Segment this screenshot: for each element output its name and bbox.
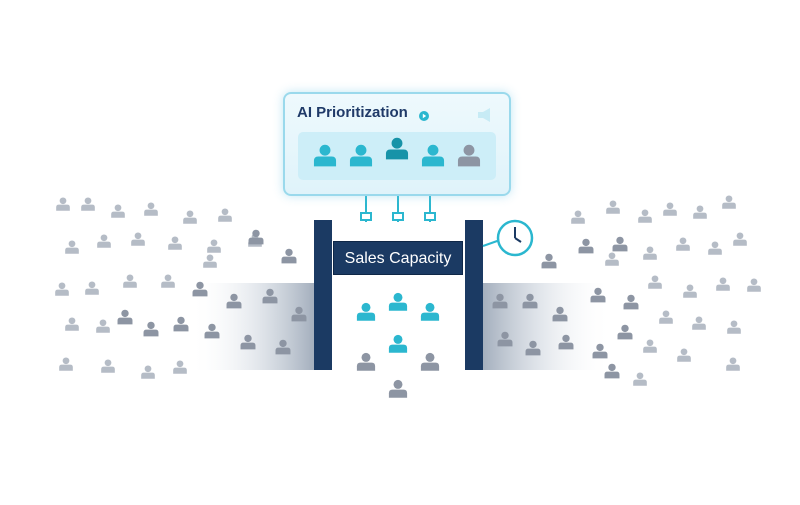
- person-queue-icon: [492, 293, 508, 309]
- person-prioritized-icon: [420, 302, 440, 321]
- person-waiting-icon: [605, 252, 619, 266]
- person-waiting-icon: [65, 240, 79, 254]
- person-queue-icon: [117, 309, 133, 325]
- person-queue-icon: [275, 339, 291, 355]
- person-queue-icon: [592, 343, 608, 359]
- person-waiting-icon: [101, 359, 115, 373]
- person-waiting-icon: [676, 237, 690, 251]
- person-waiting-icon: [692, 316, 706, 330]
- person-queue-icon: [291, 306, 307, 322]
- person-queue-icon: [617, 324, 633, 340]
- person-prioritized-icon: [388, 379, 408, 398]
- person-waiting-icon: [708, 241, 722, 255]
- person-waiting-icon: [648, 275, 662, 289]
- person-prioritized-icon: [420, 352, 440, 371]
- person-queue-icon: [281, 248, 297, 264]
- person-waiting-icon: [733, 232, 747, 246]
- volume-icon: [478, 108, 490, 122]
- ai-prioritization-panel: AI Prioritization: [283, 92, 511, 196]
- person-queue-icon: [590, 287, 606, 303]
- person-waiting-icon: [643, 246, 657, 260]
- person-waiting-icon: [203, 254, 217, 268]
- person-waiting-icon: [683, 284, 697, 298]
- person-waiting-icon: [131, 232, 145, 246]
- person-waiting-icon: [716, 277, 730, 291]
- panel-connectors: [360, 196, 436, 222]
- person-waiting-icon: [677, 348, 691, 362]
- sales-capacity-label: Sales Capacity: [333, 241, 463, 275]
- person-queue-icon: [612, 236, 628, 252]
- person-prioritized-icon: [356, 352, 376, 371]
- person-waiting-icon: [571, 210, 585, 224]
- person-queue-icon: [240, 334, 256, 350]
- person-queue-icon: [262, 288, 278, 304]
- person-waiting-icon: [123, 274, 137, 288]
- person-queue-icon: [522, 293, 538, 309]
- person-prioritized-icon: [388, 292, 408, 311]
- person-waiting-icon: [747, 278, 761, 292]
- person-waiting-icon: [161, 274, 175, 288]
- person-waiting-icon: [96, 319, 110, 333]
- panel-title: AI Prioritization: [297, 104, 408, 121]
- person-waiting-icon: [727, 320, 741, 334]
- person-queue-icon: [558, 334, 574, 350]
- person-waiting-icon: [726, 357, 740, 371]
- person-waiting-icon: [183, 210, 197, 224]
- gate-right-pillar: [465, 220, 483, 370]
- person-waiting-icon: [207, 239, 221, 253]
- person-waiting-icon: [81, 197, 95, 211]
- person-waiting-icon: [693, 205, 707, 219]
- person-queue-icon: [248, 229, 264, 245]
- person-waiting-icon: [97, 234, 111, 248]
- clock-icon: [482, 219, 534, 257]
- person-waiting-icon: [168, 236, 182, 250]
- person-waiting-icon: [111, 204, 125, 218]
- person-waiting-icon: [659, 310, 673, 324]
- person-waiting-icon: [722, 195, 736, 209]
- person-queue-icon: [143, 321, 159, 337]
- person-queue-icon: [578, 238, 594, 254]
- person-waiting-icon: [218, 208, 232, 222]
- person-queue-icon: [623, 294, 639, 310]
- person-queue-icon: [604, 363, 620, 379]
- person-queue-icon: [173, 316, 189, 332]
- person-waiting-icon: [144, 202, 158, 216]
- person-waiting-icon: [141, 365, 155, 379]
- right-queue-band: [483, 283, 612, 370]
- person-queue-icon: [204, 323, 220, 339]
- person-waiting-icon: [643, 339, 657, 353]
- person-waiting-icon: [85, 281, 99, 295]
- person-waiting-icon: [633, 372, 647, 386]
- prioritized-leads-tray: [298, 132, 496, 180]
- person-waiting-icon: [59, 357, 73, 371]
- gate-left-pillar: [314, 220, 332, 370]
- person-queue-icon: [226, 293, 242, 309]
- person-queue-icon: [541, 253, 557, 269]
- person-waiting-icon: [173, 360, 187, 374]
- play-circle-icon: [419, 111, 429, 121]
- person-queue-icon: [552, 306, 568, 322]
- person-waiting-icon: [56, 197, 70, 211]
- people-group: [55, 195, 761, 398]
- person-prioritized-icon: [356, 302, 376, 321]
- person-prioritized-icon: [388, 334, 408, 353]
- person-waiting-icon: [638, 209, 652, 223]
- person-queue-icon: [525, 340, 541, 356]
- person-waiting-icon: [663, 202, 677, 216]
- person-waiting-icon: [606, 200, 620, 214]
- person-queue-icon: [192, 281, 208, 297]
- person-queue-icon: [497, 331, 513, 347]
- person-waiting-icon: [65, 317, 79, 331]
- person-waiting-icon: [55, 282, 69, 296]
